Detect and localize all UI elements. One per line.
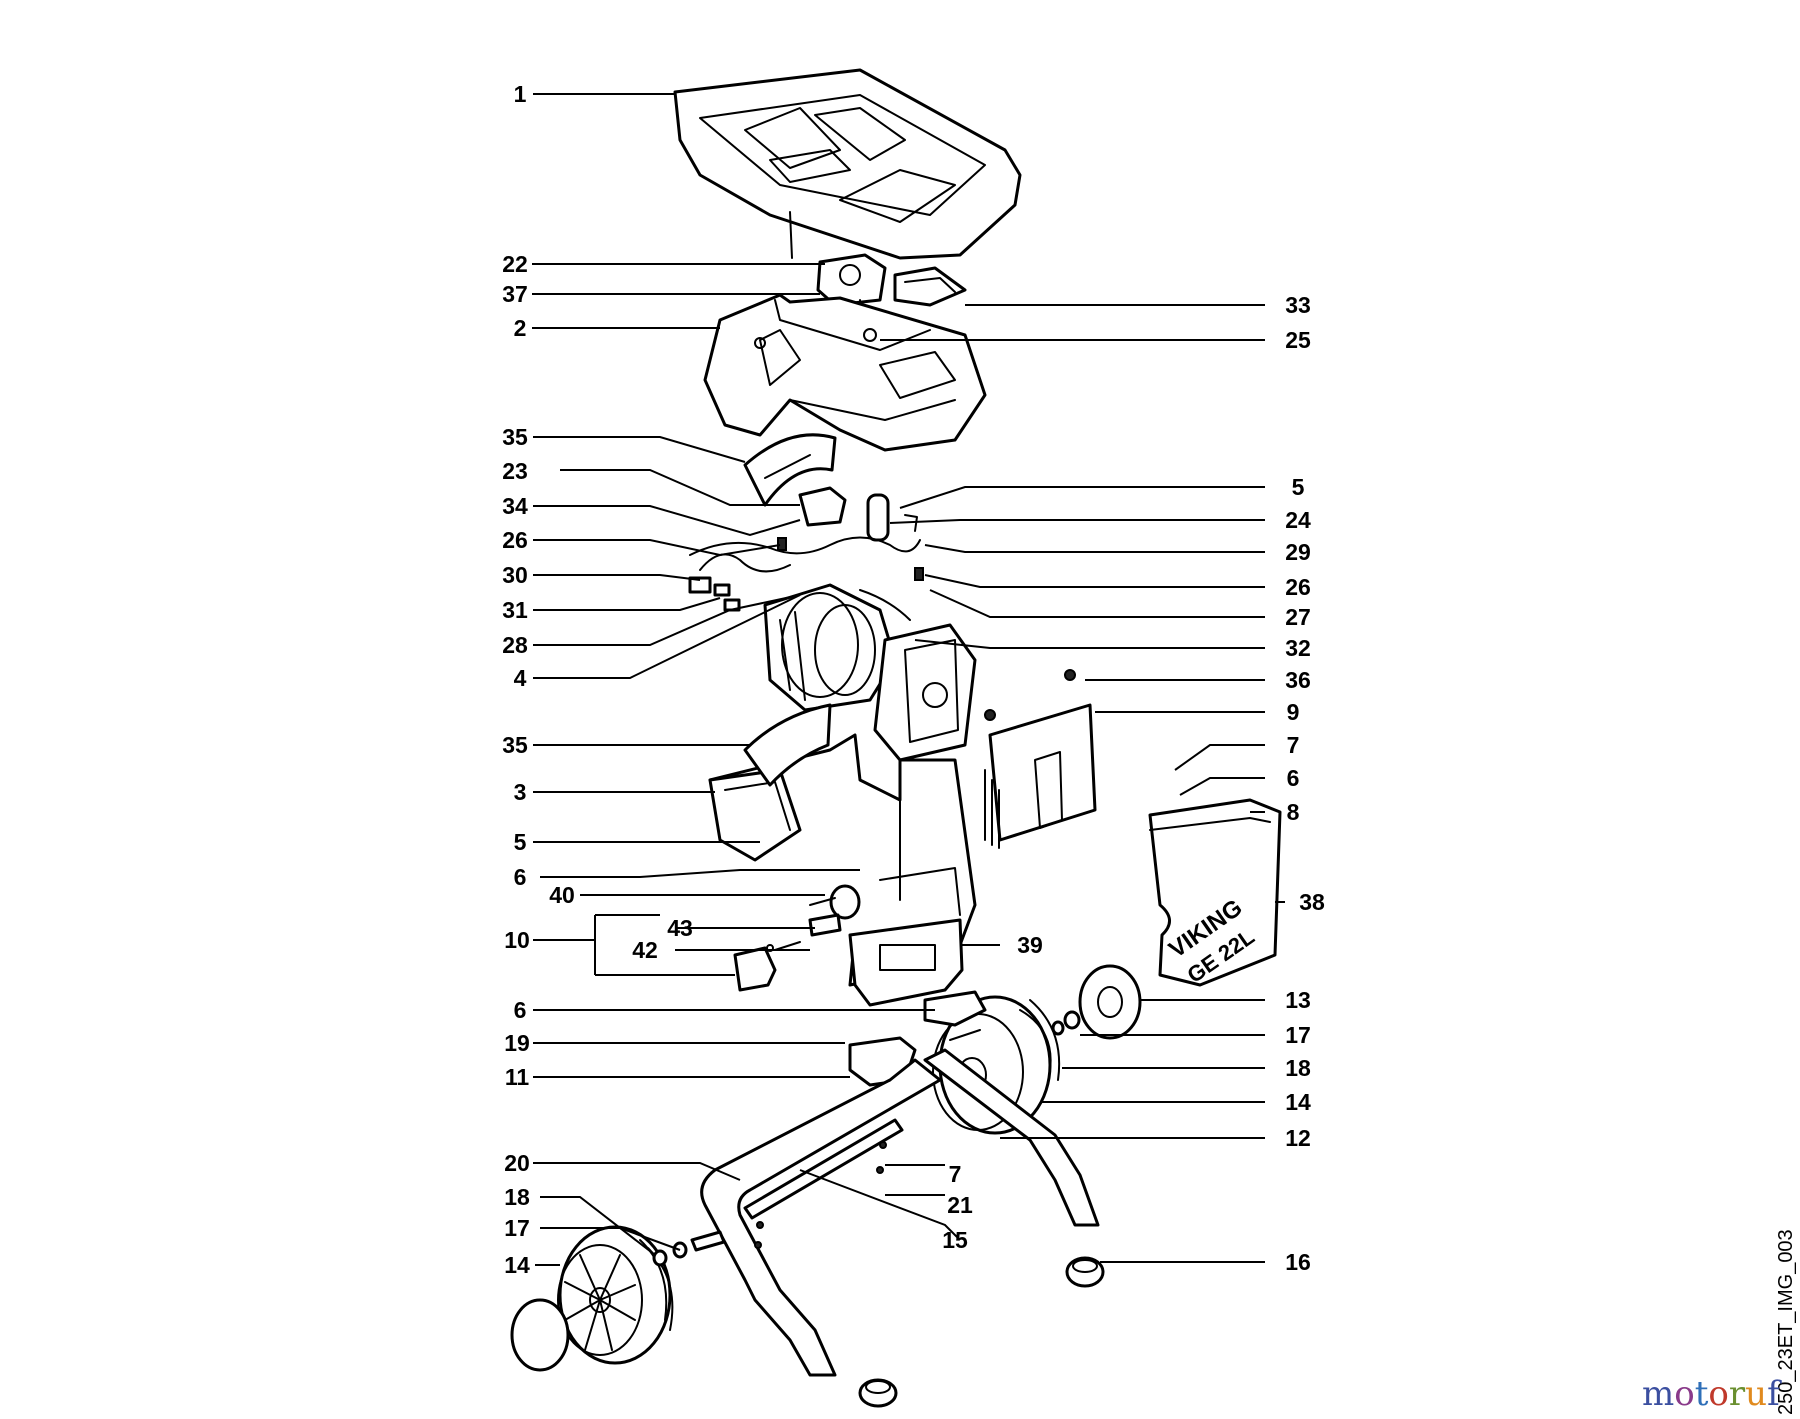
callout-20: 20 (504, 1150, 530, 1176)
callouts-right: 33 25 5 24 29 26 27 32 36 9 7 6 8 38 39 … (942, 292, 1325, 1275)
washer-17 (1063, 1010, 1081, 1030)
callout-24: 24 (1285, 507, 1311, 533)
callout-14: 14 (504, 1252, 530, 1278)
callout-2: 2 (514, 315, 527, 341)
callout-1: 1 (514, 81, 527, 107)
callout-14r: 14 (1285, 1089, 1311, 1115)
hub-cap (1078, 964, 1142, 1040)
callout-28: 28 (502, 632, 528, 658)
callout-15: 15 (942, 1227, 968, 1253)
watermark-letter: u (1745, 1374, 1767, 1414)
watermark-logo: motoruf (1642, 1374, 1782, 1414)
callout-40: 40 (549, 882, 575, 908)
callout-39: 39 (1017, 932, 1043, 958)
callout-35: 35 (502, 424, 528, 450)
electrical-parts (688, 486, 924, 621)
callout-37: 37 (502, 281, 528, 307)
callout-7: 7 (1287, 732, 1300, 758)
side-cover: VIKING GE 22L (1148, 798, 1282, 988)
callout-38: 38 (1299, 889, 1325, 915)
parts-illustration: VIKING GE 22L (510, 68, 1282, 1408)
right-wheel (932, 995, 1061, 1135)
lower-housing (708, 733, 977, 1007)
callout-29: 29 (1285, 539, 1311, 565)
callout-22: 22 (502, 251, 528, 277)
callout-8: 8 (1287, 799, 1300, 825)
callout-19: 19 (504, 1030, 530, 1056)
callout-34: 34 (502, 493, 528, 519)
hopper-cover (673, 68, 1022, 260)
washer-18 (1051, 1020, 1065, 1036)
callout-43: 43 (667, 915, 693, 941)
left-hub-cap (510, 1298, 570, 1372)
upper-housing (703, 293, 987, 452)
callout-6: 6 (514, 864, 527, 890)
watermark-letter: o (1708, 1374, 1728, 1414)
callout-17: 17 (504, 1215, 530, 1241)
leader-lines (532, 93, 1285, 1266)
callout-16: 16 (1285, 1249, 1311, 1275)
callout-36: 36 (1285, 667, 1311, 693)
image-code: 250_23ET_IMG_003 (1775, 1229, 1797, 1415)
callout-3: 3 (514, 779, 527, 805)
callout-21: 21 (947, 1192, 973, 1218)
callout-26: 26 (502, 527, 528, 553)
callout-4: 4 (514, 665, 527, 691)
callout-27: 27 (1285, 604, 1311, 630)
callout-10: 10 (504, 927, 530, 953)
callout-17r: 17 (1285, 1022, 1311, 1048)
left-wheel (557, 1225, 674, 1365)
watermark-letter: t (1695, 1374, 1709, 1414)
callout-32: 32 (1285, 635, 1311, 661)
watermark-letter: f (1767, 1374, 1782, 1414)
callout-42: 42 (632, 937, 658, 963)
callout-23: 23 (502, 458, 528, 484)
callout-5: 5 (514, 829, 527, 855)
callout-9: 9 (1287, 699, 1300, 725)
callout-11: 11 (505, 1064, 530, 1090)
motor (763, 583, 977, 762)
watermark-letter: m (1642, 1374, 1674, 1414)
watermark-letter: o (1674, 1374, 1694, 1414)
axle (690, 1118, 904, 1252)
callout-6b: 6 (514, 997, 527, 1023)
foot-cap-right (1065, 1256, 1105, 1288)
foot-cap-left (858, 1378, 898, 1408)
lower-guard (743, 703, 832, 787)
callout-31: 31 (502, 597, 528, 623)
callout-26r: 26 (1285, 574, 1311, 600)
capacitor-assembly (733, 884, 861, 992)
callout-33: 33 (1285, 292, 1311, 318)
upper-guard (743, 433, 837, 507)
callout-18r: 18 (1285, 1055, 1311, 1081)
switch-cover (893, 266, 967, 307)
side-plate (984, 669, 1097, 849)
callout-6r: 6 (1287, 765, 1300, 791)
watermark-letter: r (1729, 1374, 1746, 1414)
callout-18: 18 (504, 1184, 530, 1210)
callout-25: 25 (1285, 327, 1311, 353)
frame (700, 990, 1100, 1377)
callout-5r: 5 (1292, 474, 1305, 500)
callout-35b: 35 (502, 732, 528, 758)
callout-7b: 7 (949, 1161, 962, 1187)
callout-13: 13 (1285, 987, 1311, 1013)
callout-30: 30 (502, 562, 528, 588)
washer-left-18 (652, 1249, 668, 1267)
callouts-left: 1 22 37 2 35 23 34 26 30 31 28 4 35 3 5 … (502, 81, 693, 1278)
callout-12: 12 (1285, 1125, 1311, 1151)
